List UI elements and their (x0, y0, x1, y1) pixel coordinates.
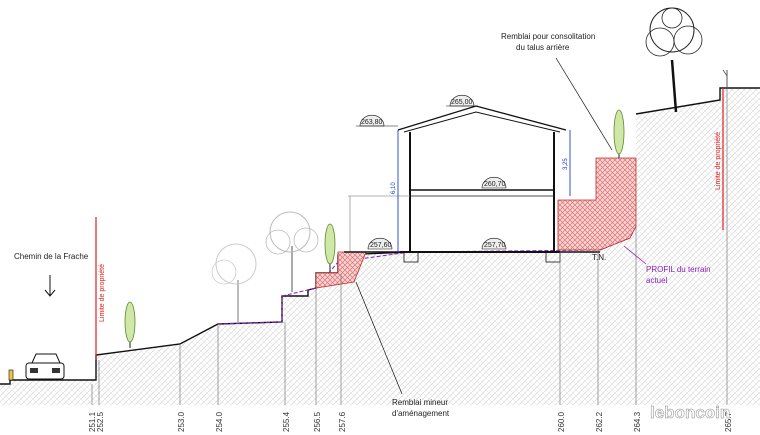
tick-label: 254.0 (215, 411, 224, 432)
tick-label: 253.0 (177, 411, 186, 432)
tick-label: 255.4 (282, 411, 291, 432)
elevation-marker-upper (481, 176, 507, 189)
car-icon (25, 353, 65, 380)
sapling-icon (722, 69, 728, 88)
terrain-upper-line (635, 87, 760, 115)
tn-label: T.N. (592, 253, 606, 262)
elevation-terrace: 257,60 (370, 242, 392, 249)
elevation-marker-terrace (367, 237, 393, 250)
ground-mass (0, 88, 760, 405)
elevation-eave: 263,80 (361, 119, 383, 126)
limit-left-label: Limite de propriété (99, 264, 106, 322)
leader-rear-backfill (555, 57, 613, 151)
tick-label: 260.0 (557, 411, 566, 432)
backfill-rear-label-2: du talus arrière (516, 43, 570, 52)
tick-lines (91, 88, 728, 405)
dimension-left: 6,10 (391, 182, 397, 194)
tick-label: 256.5 (313, 411, 322, 432)
elevation-peak: 265,00 (451, 99, 473, 106)
road-label: Chemin de la Frache (14, 252, 89, 261)
elevation-upper-floor: 260,70 (484, 181, 506, 188)
dimension-right: 3,25 (563, 158, 569, 170)
cypress-tree-icon-2 (324, 223, 336, 272)
profile-label-1: PROFIL du terrain (646, 265, 711, 274)
axis-tick-labels: 251.1 252.5 253.0 254.0 255.4 256.5 257.… (88, 411, 733, 432)
limit-right-label: Limite de propriété (715, 132, 722, 190)
tick-label: 252.5 (96, 411, 105, 432)
cypress-tree-icon-3 (613, 109, 625, 158)
leader-minor-backfill (355, 281, 403, 395)
cypress-tree-icon (124, 301, 136, 348)
elevation-marker-eave (356, 114, 398, 127)
backfill-minor-label-1: Remblai mineur (392, 398, 448, 407)
profile-leader-line (623, 245, 647, 265)
arrow-down-icon (44, 275, 56, 297)
backfill-rear-label-1: Remblai pour consolitation (501, 32, 595, 41)
tick-label: 251.1 (88, 411, 97, 432)
tick-label: 264.3 (633, 411, 642, 432)
large-tree-icon (645, 7, 703, 113)
tick-label: 265.7 (724, 411, 733, 432)
tick-label: 262.2 (595, 411, 604, 432)
bollard-icon (8, 369, 14, 381)
tick-label: 257.6 (338, 411, 347, 432)
grey-tree-icon (265, 211, 319, 292)
profile-label-2: actuel (646, 276, 668, 285)
watermark: leboncoin (650, 403, 730, 422)
elevation-ground-floor: 257,70 (484, 242, 506, 249)
backfill-minor-label-2: d'aménagement (392, 409, 450, 418)
elevation-marker-peak (446, 94, 478, 107)
elevation-marker-ground (481, 237, 507, 250)
grey-tree-icon-2 (211, 243, 257, 322)
